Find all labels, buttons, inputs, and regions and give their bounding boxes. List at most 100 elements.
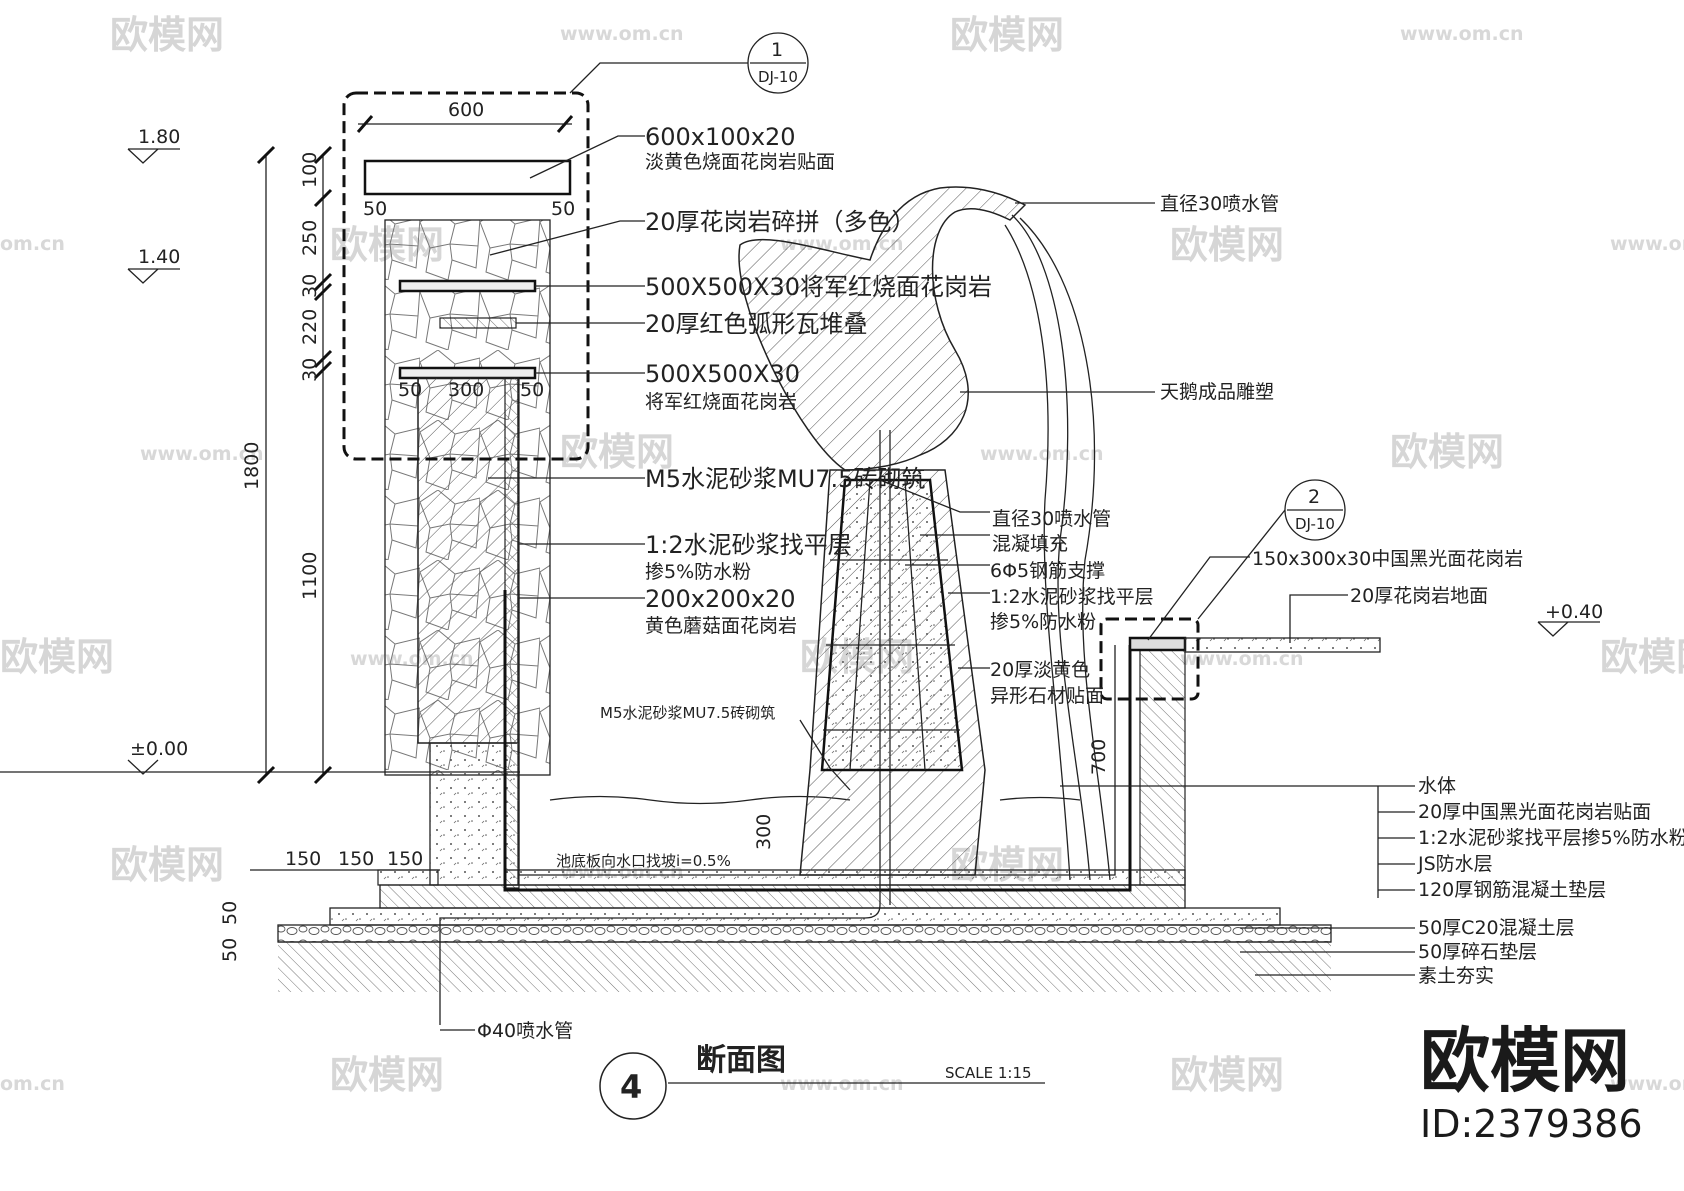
label-slab-2-sub: 将军红烧面花岗岩	[645, 391, 797, 413]
title-number: 4	[620, 1068, 642, 1106]
label-mortar-sub: 掺5%防水粉	[645, 561, 751, 583]
dim-150: 150	[285, 848, 321, 870]
title-text: 断面图	[696, 1043, 786, 1078]
dim-700: 700	[1088, 739, 1110, 775]
watermark-brand: 欧模网	[110, 13, 224, 57]
dim-50: 50	[363, 198, 387, 220]
label-rebar: 6Φ5钢筋支撑	[990, 560, 1105, 582]
dim-50: 50	[398, 379, 422, 401]
label-tile-stack: 20厚红色弧形瓦堆叠	[645, 310, 868, 338]
watermark-url: www.om.cn	[1400, 23, 1524, 45]
left-labels: 600x100x20 淡黄色烧面花岗岩贴面 20厚花岗岩碎拼（多色） 500X5…	[488, 123, 992, 637]
watermark-brand: 欧模网	[0, 635, 114, 679]
label-layer-4: 120厚钢筋混凝土垫层	[1418, 879, 1606, 901]
dim-600: 600	[448, 99, 484, 121]
label-mortar-mid: 1:2水泥砂浆找平层	[990, 586, 1154, 608]
label-layer-2: 1:2水泥砂浆找平层掺5%防水粉	[1418, 827, 1684, 849]
label-slab-1: 500X500X30将军红烧面花岗岩	[645, 273, 992, 301]
dim-300-pool: 300	[753, 814, 775, 850]
title-scale: SCALE 1:15	[945, 1064, 1032, 1082]
label-facing: 200x200x20	[645, 585, 796, 613]
dim-150: 150	[387, 848, 423, 870]
detail-box-1	[342, 91, 590, 461]
dim-220: 220	[299, 309, 321, 345]
label-layer-1: 20厚中国黑光面花岗岩贴面	[1418, 801, 1651, 823]
dim-50: 50	[219, 901, 241, 925]
watermark-url: www.om.cn	[780, 1073, 904, 1095]
watermark-brand: 欧模网	[1390, 430, 1504, 474]
watermark-brand: 欧模网	[110, 843, 224, 887]
label-nozzle-top: 直径30喷水管	[1160, 193, 1279, 215]
label-brick-mid: M5水泥砂浆MU7.5砖砌筑	[600, 704, 775, 722]
label-slab-2: 500X500X30	[645, 360, 800, 388]
label-paving: 20厚花岗岩地面	[1350, 585, 1488, 607]
elevation-0-00: ±0.00	[130, 738, 188, 760]
label-mosaic: 20厚花岗岩碎拼（多色）	[645, 208, 916, 236]
dim-50: 50	[219, 938, 241, 962]
detail-tag-2-ref: DJ-10	[1295, 515, 1335, 533]
watermark-brand: 欧模网	[1170, 1053, 1284, 1097]
label-layer-7: 素土夯实	[1418, 965, 1494, 987]
detail-tag-2-num: 2	[1308, 486, 1320, 508]
title-block: 4 断面图 SCALE 1:15	[599, 1043, 1045, 1120]
dimensions: 1800 1100 100 250 30 220 30 600 50 50 50…	[219, 99, 1110, 962]
detail-tag-1-num: 1	[771, 39, 783, 61]
mid-labels: 直径30喷水管 天鹅成品雕塑 直径30喷水管 混凝填充 6Φ5钢筋支撑 1:2水…	[440, 193, 1279, 1042]
detail-tag-1-ref: DJ-10	[758, 68, 798, 86]
detail-tags: 1 DJ-10 2 DJ-10	[569, 32, 1346, 620]
label-mortar: 1:2水泥砂浆找平层	[645, 531, 852, 559]
brand-stamp: 欧模网 ID:2379386	[1420, 1020, 1643, 1146]
elevation-markers: 1.80 1.40 ±0.00 +0.40	[0, 126, 1603, 775]
label-cladding-sub: 异形石材贴面	[990, 685, 1104, 707]
label-layer-5: 50厚C20混凝土层	[1418, 917, 1575, 939]
label-facing-sub: 黄色蘑菇面花岗岩	[645, 615, 797, 637]
label-pipe30: 直径30喷水管	[992, 508, 1111, 530]
label-cap-size: 600x100x20	[645, 123, 796, 151]
label-slope: 池底板向水口找坡i=0.5%	[556, 852, 731, 870]
watermark-brand: 欧模网	[950, 13, 1064, 57]
label-layer-6: 50厚碎石垫层	[1418, 941, 1537, 963]
label-pipe40: Φ40喷水管	[477, 1020, 573, 1042]
watermark-url: www.om.cn	[980, 443, 1104, 465]
dim-1800: 1800	[241, 442, 263, 490]
watermark-url: www.om.cn	[1610, 233, 1684, 255]
watermark-brand: 欧模网	[1170, 223, 1284, 267]
dim-300: 300	[448, 379, 484, 401]
dim-30b: 30	[299, 358, 321, 382]
label-brick: M5水泥砂浆MU7.5砖砌筑	[645, 465, 925, 493]
watermark-url: www.om.cn	[560, 23, 684, 45]
dim-150: 150	[338, 848, 374, 870]
elevation-0-40: +0.40	[1545, 601, 1603, 623]
swan-pedestal	[738, 186, 1111, 881]
label-waterproof-mid: 掺5%防水粉	[990, 611, 1096, 633]
watermark-brand: 欧模网	[330, 1053, 444, 1097]
dim-100: 100	[299, 152, 321, 188]
right-labels: 150x300x30中国黑光面花岗岩 20厚花岗岩地面 水体 20厚中国黑光面花…	[1060, 548, 1684, 987]
stamp-id: ID:2379386	[1420, 1102, 1643, 1146]
label-cladding: 20厚淡黄色	[990, 659, 1090, 681]
dim-1100: 1100	[299, 552, 321, 600]
watermark-url: om.cn	[0, 233, 65, 255]
dim-50: 50	[551, 198, 575, 220]
watermark-brand: 欧模网	[560, 430, 674, 474]
watermark-url: om.cn	[0, 1073, 65, 1095]
label-concrete-fill: 混凝填充	[992, 533, 1068, 555]
watermark-url: www.om.cn	[1180, 648, 1304, 670]
detail-box-2	[1099, 617, 1200, 701]
dim-30: 30	[299, 274, 321, 298]
label-cap-material: 淡黄色烧面花岗岩贴面	[645, 151, 835, 173]
watermark-url: www.om.cn	[1610, 1073, 1684, 1095]
label-layer-3: JS防水层	[1417, 853, 1493, 875]
label-swan: 天鹅成品雕塑	[1160, 381, 1274, 403]
label-water: 水体	[1418, 775, 1456, 797]
elevation-1-80: 1.80	[138, 126, 180, 148]
stamp-brand: 欧模网	[1420, 1020, 1630, 1102]
dim-250: 250	[299, 220, 321, 256]
watermark-url: www.om.cn	[140, 443, 264, 465]
pool	[439, 430, 1381, 1025]
dim-50: 50	[520, 379, 544, 401]
foundation-layers	[277, 884, 1332, 992]
watermark-brand: 欧模网	[1600, 635, 1684, 679]
label-coping: 150x300x30中国黑光面花岗岩	[1252, 548, 1523, 570]
